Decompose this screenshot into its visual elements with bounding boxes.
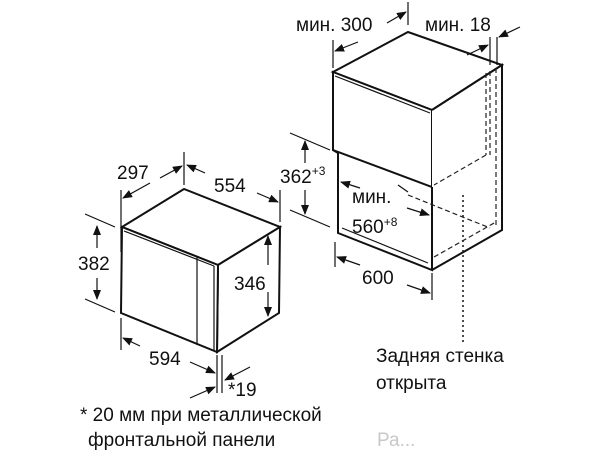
dim-362: 362+3 — [280, 164, 326, 188]
dim-min-18: мин. 18 — [425, 15, 491, 36]
dim-min-300: мин. 300 — [296, 15, 372, 36]
dim-560: 560+8 — [352, 215, 398, 238]
dim-594: 594 — [149, 349, 181, 370]
dim-600: 600 — [362, 268, 394, 289]
cabinet-dimensions: мин. 300 мин. 18 362+3 мин. 560+8 600 — [280, 2, 521, 300]
cabinet-side — [431, 63, 503, 271]
microwave-drawing — [119, 187, 283, 354]
dim-19: *19 — [228, 380, 257, 401]
rear-wall-note-line2: открыта — [376, 373, 447, 394]
cabinet-niche — [332, 149, 433, 272]
cabinet-drawing — [330, 30, 505, 345]
rear-wall-note-line1: Задняя стенка — [376, 346, 504, 367]
footnote-line2: фронтальной панели — [88, 430, 275, 450]
microwave-dimensions: 297 554 382 346 594 *19 — [78, 152, 281, 401]
footnote-line1: * 20 мм при металлической — [80, 405, 322, 426]
dim-346: 346 — [234, 274, 266, 295]
dim-382: 382 — [78, 254, 110, 275]
door-edge — [123, 230, 215, 267]
dim-min-label: мин. — [352, 187, 391, 208]
dim-297: 297 — [117, 163, 149, 184]
watermark: Ра... — [377, 430, 415, 450]
dim-554: 554 — [214, 176, 246, 197]
